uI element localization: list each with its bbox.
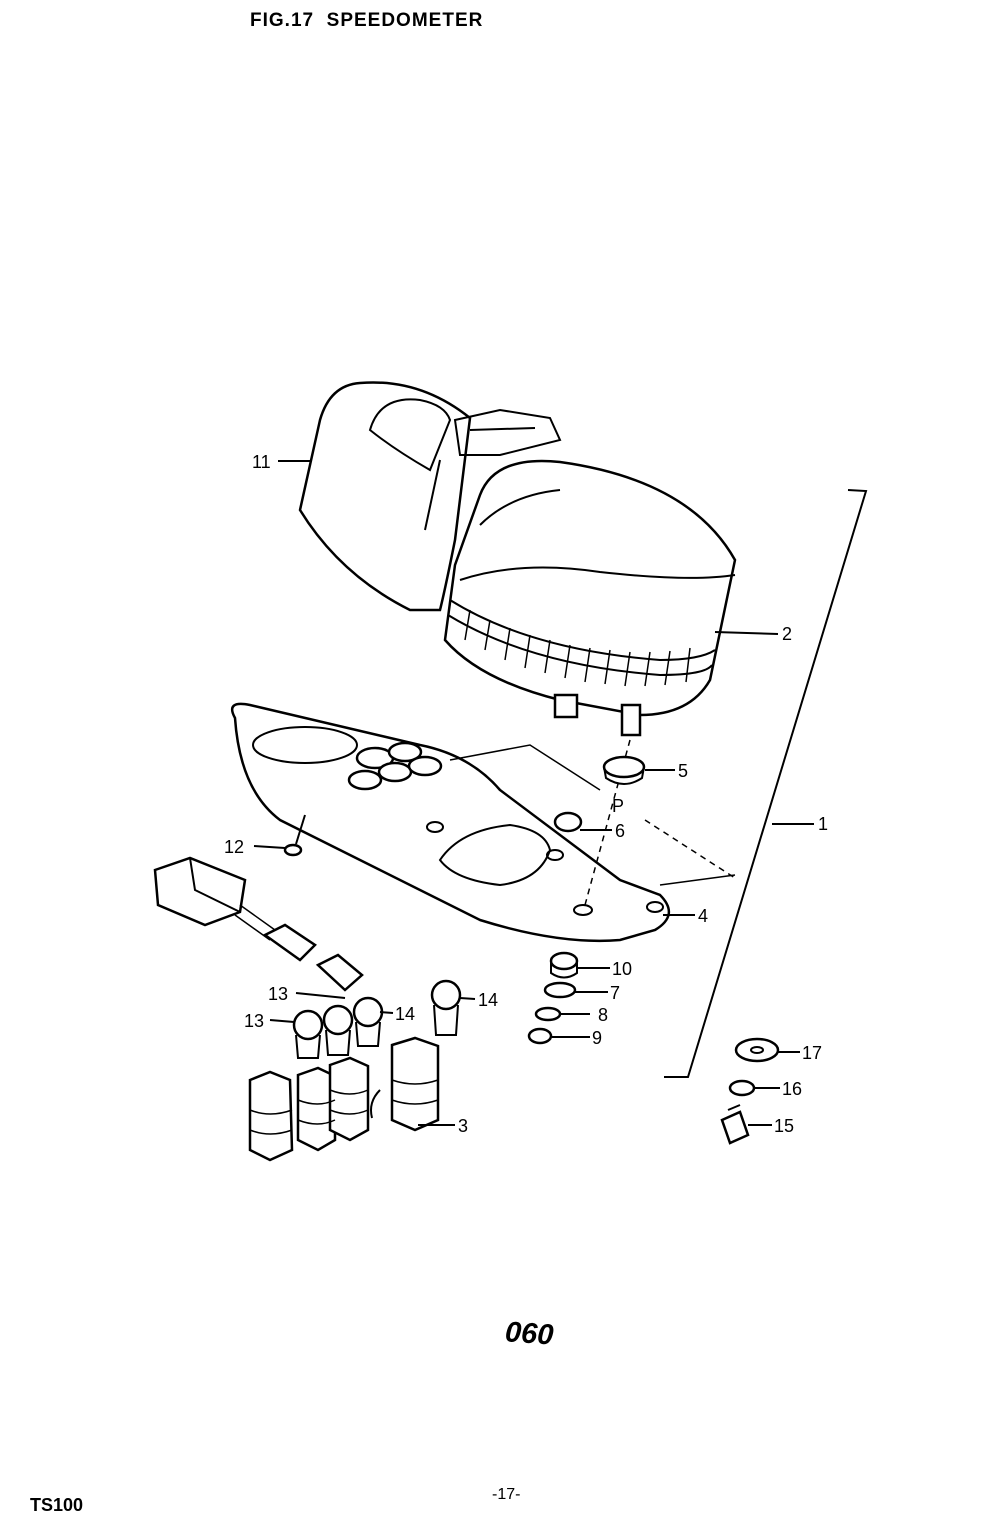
callout-15: 15 <box>774 1116 794 1136</box>
part-15-bolt <box>720 1104 750 1145</box>
callout-4: 4 <box>698 906 708 926</box>
callout-1: 1 <box>818 814 828 834</box>
part-10-spacer <box>549 951 579 979</box>
part-13-bulb-a <box>292 1009 324 1059</box>
part-3-bulb-sockets <box>248 1036 440 1162</box>
meter-stud-left <box>553 693 579 719</box>
callout-3: 3 <box>458 1116 468 1136</box>
callout-10: 10 <box>612 959 632 979</box>
part-16-lock-washer <box>728 1079 756 1097</box>
part-9-nut <box>527 1027 553 1045</box>
part-12-screw <box>283 814 306 857</box>
part-7-washer <box>543 981 577 999</box>
part-2-speedometer-head <box>443 459 737 737</box>
callout-5: 5 <box>678 761 688 781</box>
callout-17: 17 <box>802 1043 822 1063</box>
part-14-bulb-a <box>352 996 384 1047</box>
callout-13-lower: 13 <box>244 1011 264 1031</box>
part-5-rubber-cushion <box>602 755 646 785</box>
callout-9: 9 <box>592 1028 602 1048</box>
wiring-harness-connector <box>153 856 364 992</box>
leader-lines <box>253 460 814 1126</box>
assembly-bracket-1 <box>664 489 868 1078</box>
part-6-grommet <box>553 811 583 833</box>
part-17-washer <box>734 1037 780 1063</box>
figure-number: FIG.17 <box>250 10 315 31</box>
callout-12: 12 <box>224 837 244 857</box>
part-11-meter-cover <box>298 381 562 612</box>
callout-11: 11 <box>252 452 271 472</box>
callout-13-upper: 13 <box>268 984 288 1004</box>
callout-8: 8 <box>598 1005 608 1025</box>
exploded-assembly-lines: P <box>449 739 736 906</box>
page-number: -17- <box>492 1486 521 1503</box>
model-name: TS100 <box>30 1495 84 1515</box>
part-13-bulb-b <box>322 1004 354 1056</box>
callout-14-left: 14 <box>395 1004 415 1024</box>
callout-labels: 1 2 3 4 5 6 7 8 9 10 11 12 13 13 14 14 1… <box>224 452 828 1136</box>
figure-title: FIG.17 SPEEDOMETER <box>250 10 483 32</box>
point-p-marker: P <box>612 796 624 816</box>
meter-stud-right <box>620 703 642 737</box>
callout-14-right: 14 <box>478 990 498 1010</box>
callout-16: 16 <box>782 1079 802 1099</box>
callout-2: 2 <box>782 624 792 644</box>
callout-6: 6 <box>615 821 625 841</box>
page-code: 060 <box>503 1316 555 1352</box>
callout-7: 7 <box>610 983 620 1003</box>
part-8-lock-washer <box>534 1006 562 1022</box>
part-4-meter-bracket <box>230 702 670 943</box>
part-14-bulb-b <box>430 979 462 1036</box>
figure-name: SPEEDOMETER <box>326 10 484 31</box>
